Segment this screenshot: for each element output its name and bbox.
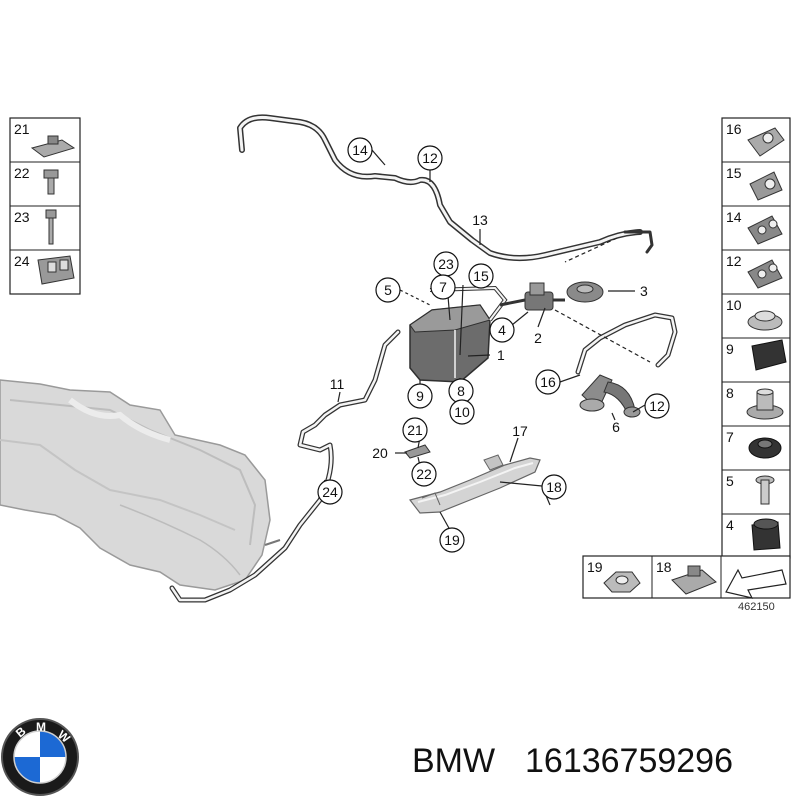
left-parts-box: 21 22 23 24: [9, 117, 81, 295]
callout-12-lower: 12: [644, 393, 670, 419]
right-box-label-16: 16: [726, 121, 742, 137]
part-number: 16136759296: [525, 742, 733, 780]
svg-text:15: 15: [473, 268, 489, 284]
left-box-label-22: 22: [14, 165, 30, 181]
svg-text:M: M: [36, 720, 46, 734]
callout-13: 13: [472, 212, 488, 228]
right-box-label-12: 12: [726, 253, 742, 269]
svg-text:12: 12: [422, 150, 438, 166]
svg-text:22: 22: [416, 466, 432, 482]
callout-16: 16: [535, 369, 561, 395]
callout-8: 8: [448, 378, 474, 404]
svg-text:16: 16: [540, 374, 556, 390]
right-box-label-4: 4: [726, 517, 734, 533]
screw-icon: [43, 169, 59, 195]
callout-17: 17: [512, 423, 528, 439]
svg-text:12: 12: [649, 398, 665, 414]
right-box-label-15: 15: [726, 165, 742, 181]
svg-text:7: 7: [439, 279, 447, 295]
callout-4: 4: [489, 317, 515, 343]
pipe-11-24: [169, 329, 401, 603]
left-box-label-24: 24: [14, 253, 30, 269]
sensor: [566, 281, 604, 303]
clip-nut-icon: [671, 565, 717, 595]
svg-text:4: 4: [498, 322, 506, 338]
right-box-label-14: 14: [726, 209, 742, 225]
svg-text:18: 18: [546, 479, 562, 495]
pipe-13: [237, 114, 654, 261]
svg-text:14: 14: [352, 142, 368, 158]
callout-21: 21: [402, 417, 428, 443]
callout-18: 18: [541, 474, 567, 500]
bottom-box-label-18: 18: [656, 559, 672, 575]
grommet-icon: [746, 388, 784, 420]
bmw-logo: B M W: [1, 718, 79, 796]
filler-part: [579, 374, 641, 418]
clip-icon: [30, 135, 76, 158]
rubber-bush-icon: [751, 518, 781, 551]
svg-text:23: 23: [438, 256, 454, 272]
svg-text:10: 10: [454, 404, 470, 420]
callout-19: 19: [439, 527, 465, 553]
callout-7: 7: [430, 274, 456, 300]
right-box-label-7: 7: [726, 429, 734, 445]
svg-text:19: 19: [444, 532, 460, 548]
right-parts-box: 16 15 14 12 10 9 8 7 5 4: [721, 117, 791, 559]
callout-24: 24: [317, 479, 343, 505]
canister: [409, 285, 508, 383]
svg-text:9: 9: [416, 388, 424, 404]
callout-9: 9: [407, 383, 433, 409]
clip-20: [404, 444, 431, 459]
fuel-tank: [0, 379, 281, 591]
pipe-clip-icon: [749, 171, 783, 201]
double-clip-icon: [37, 255, 75, 285]
drawing-number: 462150: [738, 601, 775, 613]
callout-10: 10: [449, 399, 475, 425]
nut-icon: [747, 310, 783, 331]
arrow-icon: [725, 568, 787, 599]
callouts: 14 12 13 23 15 5 7 3 4 2 1 11 9 8: [317, 137, 670, 553]
callout-6: 6: [612, 419, 620, 435]
svg-text:24: 24: [322, 484, 338, 500]
damper-icon: [751, 339, 787, 371]
pipe-clip-icon: [747, 127, 785, 157]
callout-22: 22: [411, 461, 437, 487]
shield-plate: [408, 454, 541, 514]
pipe-16: [575, 312, 678, 375]
callout-23: 23: [433, 251, 459, 277]
bottom-box-label-19: 19: [587, 559, 603, 575]
callout-11: 11: [330, 376, 345, 392]
pipe-clip-icon: [747, 215, 783, 245]
callout-14: 14: [347, 137, 373, 163]
callout-3: 3: [640, 283, 648, 299]
rubber-grommet-icon: [748, 437, 782, 459]
right-box-label-5: 5: [726, 473, 734, 489]
callout-15: 15: [468, 263, 494, 289]
pipe-clip-icon: [747, 259, 783, 289]
right-box-label-8: 8: [726, 385, 734, 401]
left-box-label-21: 21: [14, 121, 30, 137]
bottom-parts-box: 19 18: [582, 555, 791, 599]
bolt-icon: [755, 475, 775, 505]
right-box-label-10: 10: [726, 297, 742, 313]
callout-12: 12: [417, 145, 443, 171]
callout-20: 20: [372, 445, 388, 461]
svg-text:8: 8: [457, 383, 465, 399]
left-box-label-23: 23: [14, 209, 30, 225]
callout-1: 1: [497, 347, 505, 363]
callout-5: 5: [375, 277, 401, 303]
callout-2: 2: [534, 330, 542, 346]
brand-label: BMW: [412, 742, 495, 780]
nut-icon: [603, 571, 641, 593]
valve: [499, 282, 565, 311]
svg-text:5: 5: [384, 282, 392, 298]
bolt-icon: [45, 209, 57, 245]
right-box-label-9: 9: [726, 341, 734, 357]
svg-text:21: 21: [407, 422, 423, 438]
